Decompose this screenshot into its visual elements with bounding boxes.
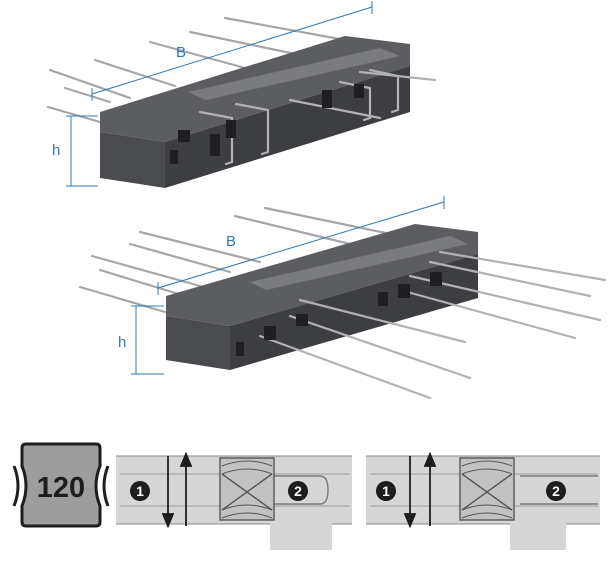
right-marker-2-label: 2 [552,483,560,499]
left-marker-2 [288,481,308,501]
right-marker-1 [376,481,396,501]
left-connector-core [219,457,275,521]
left-marker-1 [130,481,150,501]
right-marker-1-label: 1 [382,483,390,499]
bottom-connector-view: B h [78,196,607,400]
right-load-arrows [403,451,437,529]
bottom-height-label: h [118,334,126,351]
bottom-height-dimension: h [118,305,164,375]
section-left: 1 2 [116,451,352,550]
right-connector-core [459,457,515,521]
badge-value: 120 [37,472,85,504]
left-load-arrows [161,451,193,529]
top-front-rebars [198,68,437,166]
bottom-width-label: B [226,233,236,250]
top-connector-block [100,36,410,188]
left-marker-1-label: 1 [136,483,144,499]
bottom-bolts [236,272,442,356]
left-marker-2-label: 2 [294,483,302,499]
top-connector-view: B h [46,1,437,188]
top-height-dimension: h [52,115,98,187]
bottom-width-dimension: B [157,196,445,295]
top-rear-rebars [46,16,347,124]
thickness-badge: 120 [12,442,110,528]
section-right: 1 2 [366,451,600,550]
bottom-connector-block [166,224,478,370]
top-width-label: B [176,44,186,61]
bottom-front-rebars [258,250,607,400]
right-marker-2 [546,481,566,501]
top-width-dimension: B [91,1,373,101]
top-bolts [170,84,364,164]
top-height-label: h [52,142,60,159]
